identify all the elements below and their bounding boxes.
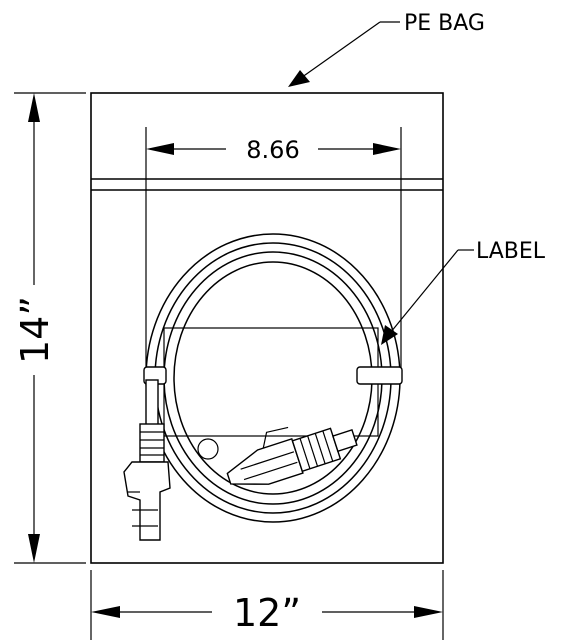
pe-bag-outline xyxy=(90,92,444,564)
width-dimension xyxy=(90,570,444,640)
pe-bag-label: PE BAG xyxy=(404,11,485,36)
label-callout: LABEL xyxy=(476,239,546,264)
inner-width-value: 8.66 xyxy=(246,136,299,164)
pe-bag-leader xyxy=(288,21,400,87)
height-value: 14” xyxy=(13,296,57,364)
height-dimension xyxy=(14,92,86,564)
left-connector xyxy=(123,379,171,541)
cable-tie-right xyxy=(356,366,403,385)
cable-label-band xyxy=(163,327,379,437)
width-value: 12” xyxy=(233,591,301,635)
center-connector xyxy=(226,426,358,485)
label-leader xyxy=(381,249,474,345)
inner-width-dimension xyxy=(146,143,401,155)
